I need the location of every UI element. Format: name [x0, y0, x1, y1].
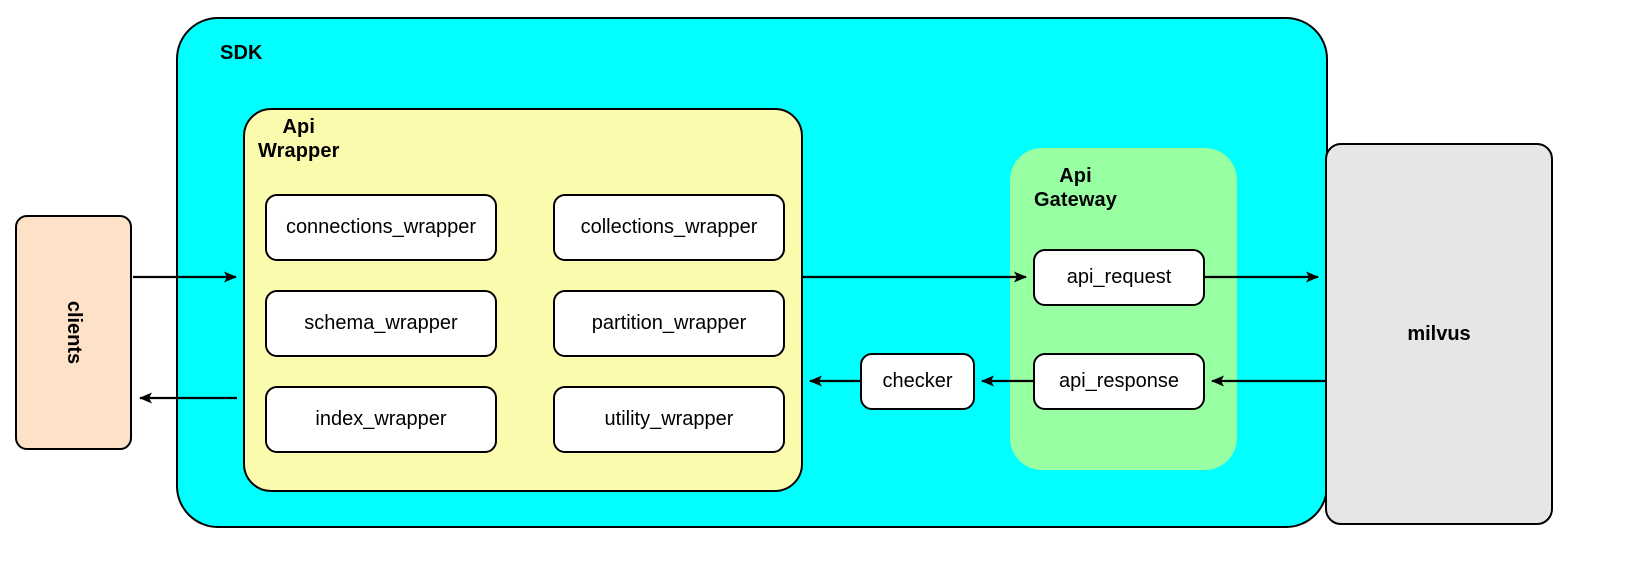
node-connections-wrapper[interactable]: connections_wrapper: [265, 194, 497, 261]
node-clients-label: clients: [62, 300, 85, 365]
node-schema-wrapper[interactable]: schema_wrapper: [265, 290, 497, 357]
node-api-request[interactable]: api_request: [1033, 249, 1205, 306]
node-api-response[interactable]: api_response: [1033, 353, 1205, 410]
node-checker[interactable]: checker: [860, 353, 975, 410]
node-utility-wrapper[interactable]: utility_wrapper: [553, 386, 785, 453]
node-index-wrapper[interactable]: index_wrapper: [265, 386, 497, 453]
node-clients[interactable]: clients: [15, 215, 132, 450]
node-collections-wrapper[interactable]: collections_wrapper: [553, 194, 785, 261]
node-milvus-label: milvus: [1407, 322, 1471, 345]
node-partition-wrapper[interactable]: partition_wrapper: [553, 290, 785, 357]
group-api-gateway: [1010, 148, 1237, 470]
node-milvus[interactable]: milvus: [1325, 143, 1553, 525]
group-sdk-label: SDK: [220, 42, 263, 64]
group-api-gateway-label: Api Gateway: [1034, 165, 1117, 212]
group-api-wrapper-label: Api Wrapper: [258, 116, 340, 163]
